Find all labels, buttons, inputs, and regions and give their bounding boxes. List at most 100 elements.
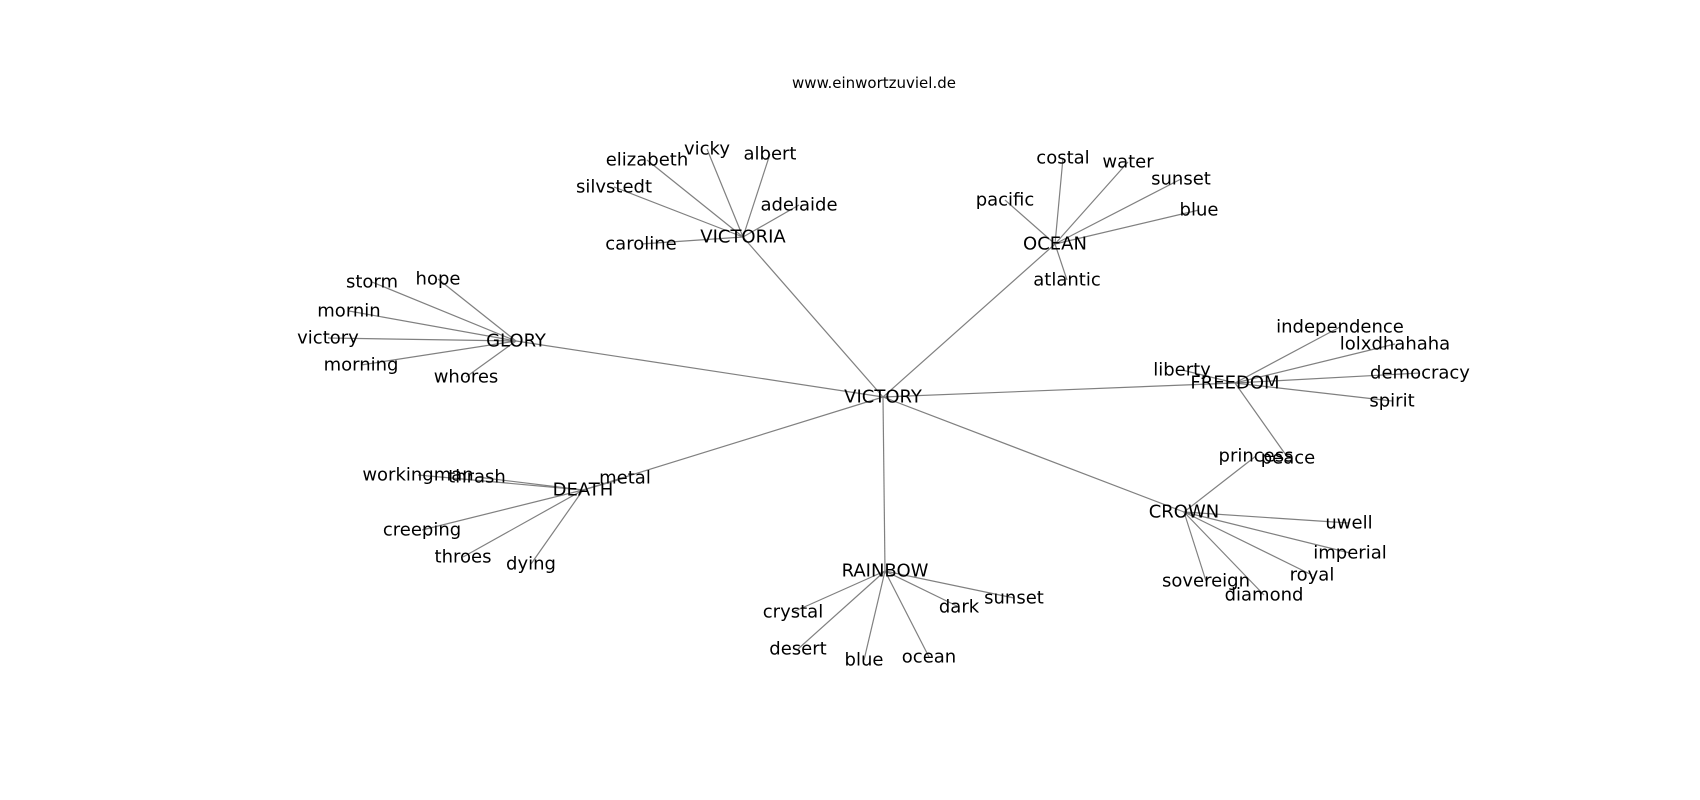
leaf-node-label: lolxdhahaha (1340, 334, 1450, 355)
leaf-node-label: independence (1276, 317, 1404, 338)
edge-hub-leaf (1234, 372, 1421, 384)
leaf-node-label: caroline (605, 234, 676, 255)
edge-hub-leaf (884, 570, 930, 658)
leaf-node-label: ocean (902, 647, 956, 668)
edge-hub-leaf (1004, 199, 1056, 245)
edge-hub-leaf (1183, 511, 1351, 554)
edge-root-hub (882, 396, 886, 572)
edge-hub-leaf (1054, 157, 1064, 245)
edge-root-hub (882, 382, 1236, 398)
edge-hub-leaf (360, 340, 517, 366)
leaf-node-label: sunset (984, 588, 1044, 609)
edge-hub-leaf (1054, 209, 1200, 245)
hub-node-label: VICTORIA (700, 227, 786, 248)
edge-hub-leaf (613, 186, 744, 238)
edge-hub-leaf (1234, 343, 1396, 384)
leaf-node-label: democracy (1370, 363, 1470, 384)
edge-root-hub (882, 243, 1056, 398)
hub-node-label: CROWN (1149, 502, 1220, 523)
leaf-node-label: creeping (383, 520, 461, 541)
leaf-node-label: albert (744, 144, 797, 165)
edge-hub-leaf (863, 570, 886, 661)
edge-hub-leaf (417, 474, 584, 491)
leaf-node-label: thrash (448, 467, 506, 488)
edge-hub-leaf (1054, 243, 1068, 281)
edge-hub-leaf (476, 476, 584, 491)
edge-hub-leaf (1183, 455, 1257, 513)
edge-hub-leaf (742, 204, 800, 238)
hub-node-label: GLORY (486, 331, 547, 352)
leaf-node-label: morning (324, 355, 399, 376)
hub-node-label: RAINBOW (842, 561, 929, 582)
edge-hub-leaf (371, 281, 517, 342)
edge-hub-leaf (348, 310, 517, 342)
edges (327, 148, 1421, 661)
hub-node-label: OCEAN (1023, 234, 1087, 255)
leaf-node-label: princess (1219, 446, 1294, 467)
leaf-node-label: silvstedt (576, 177, 652, 198)
edge-hub-leaf (792, 570, 886, 613)
edge-hub-leaf (1234, 382, 1289, 459)
leaf-node-label: mornin (317, 301, 380, 322)
leaf-node-label: liberty (1153, 360, 1211, 381)
edge-hub-leaf (462, 489, 584, 558)
leaf-node-label: workingman (362, 465, 473, 486)
leaf-node-label: whores (434, 367, 499, 388)
edge-root-hub (515, 340, 884, 398)
leaf-node-label: sovereign (1162, 571, 1250, 592)
graph-title: www.einwortzuviel.de (792, 74, 956, 92)
edge-hub-leaf (742, 153, 771, 238)
leaf-node-label: victory (297, 328, 359, 349)
edge-hub-leaf (1234, 382, 1393, 402)
edge-hub-leaf (1183, 511, 1313, 576)
edge-hub-leaf (327, 337, 517, 342)
leaf-node-label: costal (1036, 148, 1089, 169)
edge-root-hub (582, 396, 884, 491)
edge-hub-leaf (437, 278, 517, 342)
leaf-node-label: desert (769, 639, 826, 660)
root-node-label: VICTORY (844, 387, 923, 408)
leaf-node-label: dark (939, 597, 980, 618)
leaf-node-label: metal (599, 468, 651, 489)
hub-node-label: FREEDOM (1190, 373, 1279, 394)
leaf-node-label: hope (416, 269, 461, 290)
leaf-node-label: vicky (684, 139, 730, 160)
edge-hub-leaf (1234, 326, 1341, 384)
leaf-node-label: water (1102, 152, 1154, 173)
edge-hub-leaf (640, 236, 744, 245)
edge-hub-leaf (884, 570, 960, 608)
leaf-node-label: sunset (1151, 169, 1211, 190)
edge-hub-leaf (582, 477, 626, 491)
edge-hub-leaf (646, 159, 744, 238)
edge-hub-leaf (421, 489, 584, 531)
leaf-node-label: diamond (1225, 585, 1304, 606)
leaf-node-label: adelaide (760, 195, 837, 216)
leaf-node-label: dying (506, 554, 556, 575)
edge-hub-leaf (1054, 161, 1129, 245)
leaf-node-label: crystal (763, 602, 823, 623)
edge-hub-leaf (465, 340, 517, 378)
edge-hub-leaf (1054, 178, 1182, 245)
leaf-node-label: peace (1261, 448, 1316, 469)
leaf-node-label: imperial (1313, 543, 1386, 564)
edge-root-hub (742, 236, 884, 398)
leaf-node-label: storm (346, 272, 398, 293)
leaf-node-label: throes (435, 547, 492, 568)
leaf-node-label: uwell (1325, 513, 1372, 534)
edge-hub-leaf (1183, 511, 1350, 524)
edge-root-hub (882, 396, 1185, 513)
leaf-node-label: blue (1180, 200, 1219, 221)
edge-hub-leaf (530, 489, 584, 565)
edge-hub-leaf (706, 148, 744, 238)
leaf-node-label: royal (1290, 565, 1335, 586)
leaf-node-label: blue (845, 650, 884, 671)
leaf-node-label: pacific (976, 190, 1035, 211)
leaf-node-label: atlantic (1033, 270, 1100, 291)
leaf-node-label: spirit (1369, 391, 1414, 412)
leaf-node-label: elizabeth (606, 150, 689, 171)
edge-hub-leaf (797, 570, 886, 650)
edge-hub-leaf (1183, 511, 1207, 582)
edge-hub-leaf (1181, 369, 1236, 384)
